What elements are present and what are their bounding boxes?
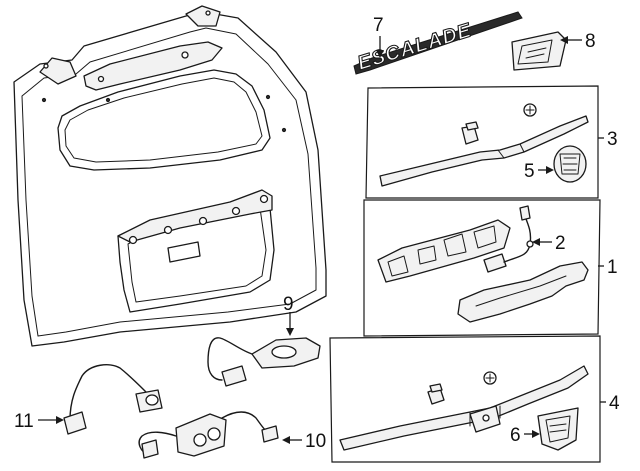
camera-harness — [138, 411, 279, 459]
liftgate-panel — [13, 5, 327, 347]
callout-11: 11 — [14, 411, 34, 432]
callout-4: 4 — [609, 393, 620, 414]
sensor-harness — [63, 364, 163, 435]
script-emblem — [511, 31, 567, 71]
callout-8: 8 — [585, 31, 596, 52]
assembly-box-4 — [329, 335, 601, 463]
callout-5: 5 — [524, 161, 535, 182]
callout-3: 3 — [607, 129, 618, 150]
callout-labels: 7 8 3 5 2 1 9 4 6 10 11 — [14, 15, 620, 452]
rear-camera — [207, 337, 321, 387]
assembly-box-1 — [363, 199, 601, 337]
callout-9: 9 — [283, 294, 294, 315]
callout-6: 6 — [510, 425, 521, 446]
callout-10: 10 — [305, 431, 326, 452]
callout-1: 1 — [607, 257, 618, 278]
callout-7: 7 — [373, 15, 384, 36]
callout-leaders — [38, 36, 606, 444]
assembly-box-3 — [365, 85, 599, 199]
callout-2: 2 — [555, 233, 566, 254]
